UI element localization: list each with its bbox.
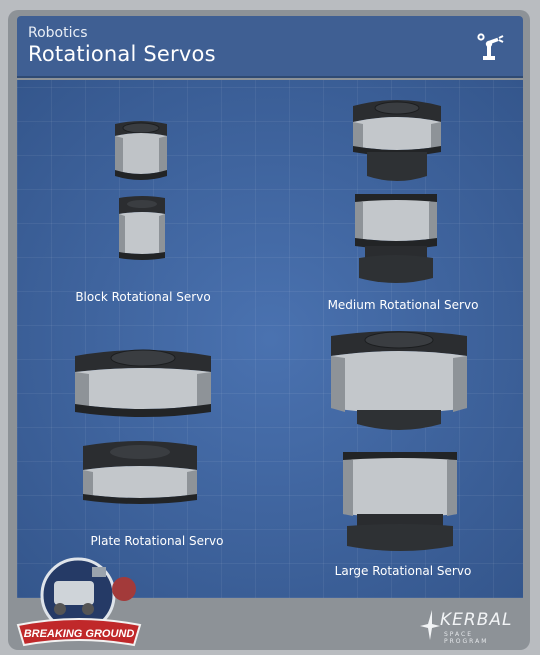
ksp-logo-subtext: SPACE PROGRAM bbox=[444, 631, 489, 645]
parts-panel: Block Rotational Servo Medium Rotational… bbox=[17, 80, 523, 598]
ksp-logo-text: KERBAL bbox=[440, 610, 513, 630]
part-label-block: Block Rotational Servo bbox=[75, 290, 211, 304]
breaking-ground-logo: BREAKING GROUND bbox=[16, 557, 142, 647]
category-label: Robotics bbox=[28, 25, 88, 41]
large-servo-bottom-image bbox=[343, 452, 457, 551]
svg-text:BREAKING GROUND: BREAKING GROUND bbox=[24, 628, 135, 640]
card-header: Robotics Rotational Servos bbox=[17, 16, 523, 78]
plate-servo-bottom-image bbox=[83, 441, 197, 504]
ksp-star-icon bbox=[420, 610, 440, 640]
kerbal-space-program-logo: KERBAL SPACE PROGRAM bbox=[418, 608, 518, 645]
medium-servo-bottom-image bbox=[355, 194, 437, 283]
medium-servo-top-image bbox=[353, 100, 441, 181]
part-label-plate: Plate Rotational Servo bbox=[90, 534, 224, 548]
part-label-large: Large Rotational Servo bbox=[334, 564, 472, 578]
part-label-medium: Medium Rotational Servo bbox=[327, 298, 479, 312]
large-servo-top-image bbox=[331, 331, 467, 430]
block-servo-top-image bbox=[115, 121, 167, 180]
plate-servo-top-image bbox=[75, 349, 211, 417]
page-title: Rotational Servos bbox=[28, 42, 216, 66]
robotic-arm-icon bbox=[477, 33, 504, 60]
block-servo-bottom-image bbox=[119, 196, 165, 260]
